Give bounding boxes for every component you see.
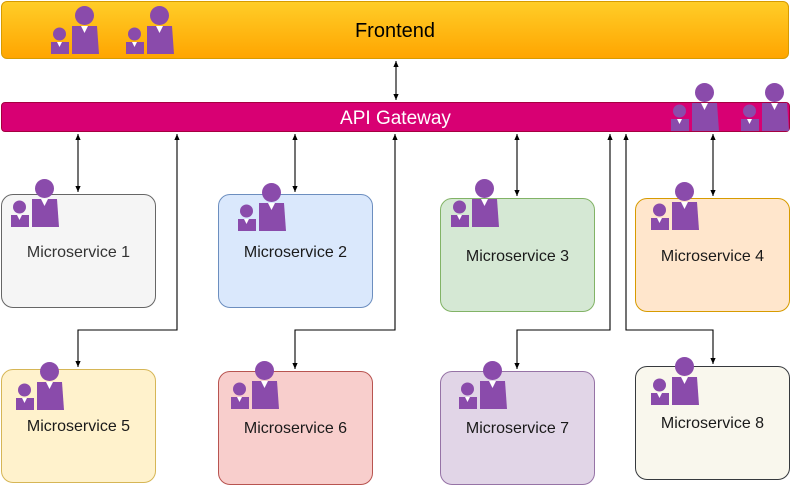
users-icon: [11, 179, 59, 227]
users-icon: [651, 357, 699, 405]
microservice-1-label: Microservice 1: [26, 244, 131, 261]
link-gateway-ms7: [514, 134, 613, 369]
microservice-7-label: Microservice 7: [465, 420, 570, 437]
link-gateway-ms8: [623, 134, 716, 364]
microservice-4-label: Microservice 4: [660, 248, 765, 265]
microservice-2-label: Microservice 2: [243, 244, 348, 261]
microservice-4-box[interactable]: Microservice 4: [635, 198, 790, 312]
frontend-box[interactable]: Frontend: [1, 1, 789, 59]
users-icon: [51, 6, 99, 54]
microservice-8-label: Microservice 8: [660, 415, 765, 432]
users-icon: [671, 83, 719, 131]
api-gateway-label: API Gateway: [340, 108, 451, 129]
users-icon: [459, 361, 507, 409]
api-gateway-box[interactable]: API Gateway: [1, 102, 790, 132]
users-icon: [231, 361, 279, 409]
users-icon: [451, 179, 499, 227]
users-icon: [741, 83, 789, 131]
microservice-3-label: Microservice 3: [465, 248, 570, 265]
users-icon: [651, 182, 699, 230]
microservice-6-label: Microservice 6: [243, 420, 348, 437]
link-gateway-ms6: [292, 134, 398, 369]
microservice-5-label: Microservice 5: [26, 418, 131, 435]
users-icon: [126, 6, 174, 54]
frontend-label: Frontend: [354, 20, 436, 42]
users-icon: [16, 362, 64, 410]
users-icon: [238, 183, 286, 231]
microservice-1-box[interactable]: Microservice 1: [1, 194, 156, 308]
link-gateway-ms5: [75, 134, 180, 367]
